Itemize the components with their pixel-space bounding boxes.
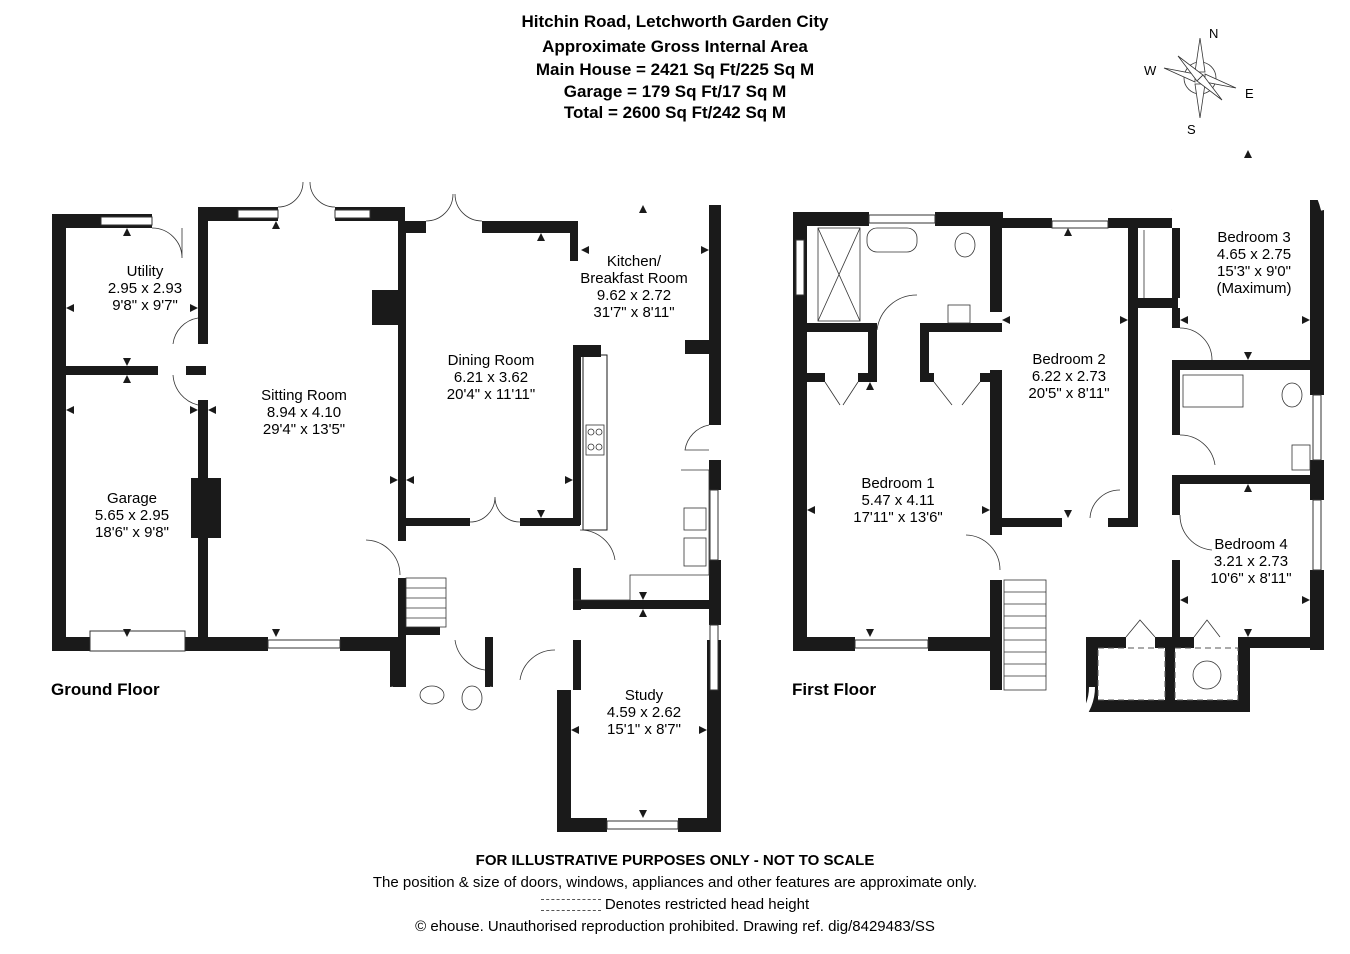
room-metric: 6.22 x 2.73 [1031,368,1107,385]
room-name: Utility [126,263,164,280]
room-name: Sitting Room [261,387,347,404]
room-metric: 4.65 x 2.75 [1216,246,1292,263]
room-imperial: 20'4" x 11'11" [446,386,536,403]
room-imperial: 15'1" x 8'7" [607,721,681,738]
room-metric: 3.21 x 2.73 [1213,553,1289,570]
room-sitting: Sitting Room 8.94 x 4.10 29'4" x 13'5" [261,387,347,438]
compass-north-label: N [1209,26,1219,41]
room-imperial: 15'3" x 9'0" [1217,263,1291,280]
room-imperial: 18'6" x 9'8" [95,524,169,541]
room-bedroom-3: Bedroom 3 4.65 x 2.75 15'3" x 9'0" (Maxi… [1217,229,1292,297]
room-name: Bedroom 1 [861,475,935,492]
wc-bay-arc [389,686,494,733]
toilet-icon [419,685,445,705]
garage-door-window [89,630,186,652]
first-floor-walls [793,200,1324,712]
room-imperial: 31'7" x 8'11" [593,304,675,321]
room-metric: 2.95 x 2.93 [107,280,183,297]
room-name: Dining Room [447,352,535,369]
ground-stairs [405,577,447,628]
kitchen-counter [573,469,710,601]
room-bedroom-2: Bedroom 2 6.22 x 2.73 20'5" x 8'11" [1028,351,1109,402]
room-kitchen: Kitchen/ Breakfast Room 9.62 x 2.72 31'7… [580,253,688,321]
disclaimer: FOR ILLUSTRATIVE PURPOSES ONLY - NOT TO … [475,852,875,869]
room-name: Bedroom 2 [1032,351,1106,368]
legend-text: Denotes restricted head height [604,896,810,913]
room-note: (Maximum) [1216,280,1292,297]
copyright: © ehouse. Unauthorised reproduction proh… [415,918,935,935]
first-stairs [1003,579,1047,691]
room-name: Bedroom 3 [1217,229,1291,246]
hob-icon [585,424,605,456]
room-imperial: 20'5" x 8'11" [1028,385,1110,402]
first-floor-label: First Floor [792,680,877,699]
room-name-2: Breakfast Room [580,270,688,287]
restricted-height-swatch [540,899,601,912]
shower-icon [817,227,861,322]
room-imperial: 9'8" x 9'7" [112,297,178,314]
first-bath-icon [1182,374,1244,408]
room-study: Study 4.59 x 2.62 15'1" x 8'7" [607,687,681,738]
room-garage: Garage 5.65 x 2.95 18'6" x 9'8" [95,490,169,541]
room-name: Study [624,687,664,704]
plan-title: Hitchin Road, Letchworth Garden City [521,12,829,31]
legend-line: Denotes restricted head height [0,894,1350,916]
room-metric: 5.47 x 4.11 [861,492,935,509]
room-imperial: 29'4" x 13'5" [262,421,346,438]
room-name: Bedroom 4 [1214,536,1288,553]
garage-area: Garage = 179 Sq Ft/17 Sq M [563,82,787,101]
ground-floor-label: Ground Floor [51,680,160,699]
room-metric: 4.59 x 2.62 [606,704,682,721]
bath-icon [866,227,918,253]
ground-floor-walls [52,205,721,832]
total-area: Total = 2600 Sq Ft/242 Sq M [563,103,787,122]
basin-icon [461,685,483,711]
room-bedroom-1: Bedroom 1 5.47 x 4.11 17'11" x 13'6" [853,475,943,526]
room-name: Garage [106,490,158,507]
plan-subtitle: Approximate Gross Internal Area [542,37,808,56]
room-metric: 9.62 x 2.72 [596,287,672,304]
room-imperial: 17'11" x 13'6" [853,509,943,526]
room-bedroom-4: Bedroom 4 3.21 x 2.73 10'6" x 8'11" [1210,536,1291,587]
room-metric: 5.65 x 2.95 [94,507,170,524]
kitchen-bay-arc [564,126,722,206]
room-metric: 6.21 x 3.62 [453,369,529,386]
main-house-area: Main House = 2421 Sq Ft/225 Sq M [535,60,815,79]
room-dining: Dining Room 6.21 x 3.62 20'4" x 11'11" [447,352,535,403]
room-utility: Utility 2.95 x 2.93 9'8" x 9'7" [108,263,182,314]
approximation-note: The position & size of doors, windows, a… [372,874,978,891]
compass-rose-icon [1163,37,1237,119]
room-metric: 8.94 x 4.10 [266,404,342,421]
room-name: Kitchen/ [606,253,662,270]
compass-south-label: S [1187,122,1196,137]
compass-east-label: E [1245,86,1254,101]
room-imperial: 10'6" x 8'11" [1210,570,1292,587]
compass-west-label: W [1144,63,1157,78]
